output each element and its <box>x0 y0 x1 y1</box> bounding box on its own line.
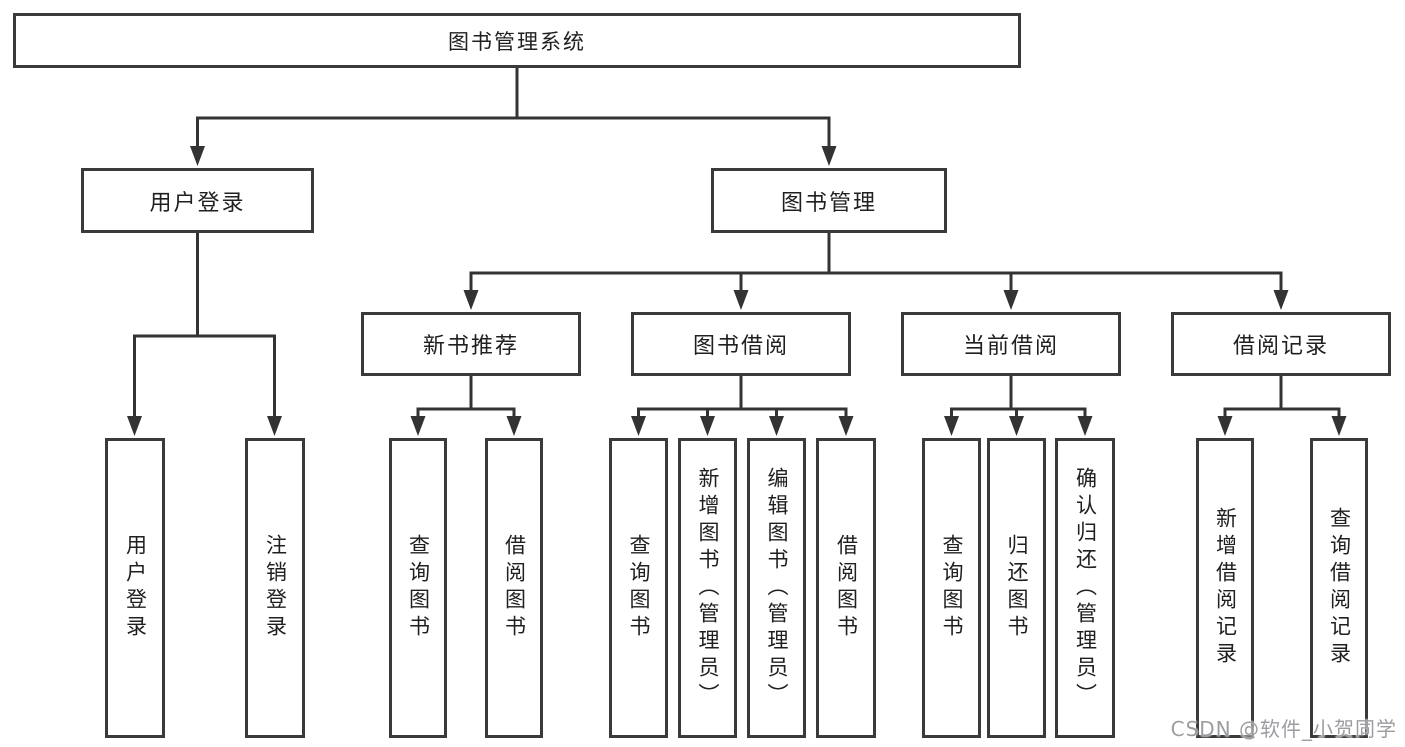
leaf-borrow-books-2: 借阅图书 <box>816 438 876 738</box>
node-label: 当前借阅 <box>962 334 1059 359</box>
connector-new-book-rec-to-leaves <box>416 376 516 418</box>
leaf-logout-login: 注销登录 <box>245 438 305 738</box>
arrowheads-level1 <box>190 146 837 166</box>
connector-borrow-records-to-leaves <box>1223 376 1341 418</box>
leaf-add-borrow-record: 新增借阅记录 <box>1196 438 1254 738</box>
arrowheads-book-borrow-leaves <box>631 416 854 436</box>
node-label: 新增借阅记录 <box>1213 507 1238 669</box>
leaf-query-books-1: 查询图书 <box>389 438 447 738</box>
node-library-management-system: 图书管理系统 <box>13 13 1021 68</box>
node-label: 查询图书 <box>940 534 964 642</box>
node-book-management: 图书管理 <box>711 168 947 233</box>
connector-current-borrow-to-leaves <box>950 376 1087 418</box>
node-label: 用户登录 <box>123 534 148 642</box>
arrowheads-borrow-records-leaves <box>1217 416 1347 436</box>
node-label: 查询图书 <box>406 534 431 642</box>
leaf-user-login: 用户登录 <box>105 438 165 738</box>
leaf-confirm-return-admin: 确认归还（管理员） <box>1055 438 1115 738</box>
node-user-login: 用户登录 <box>81 168 314 233</box>
leaf-borrow-books-1: 借阅图书 <box>485 438 543 738</box>
node-book-borrowing: 图书借阅 <box>631 312 851 376</box>
node-label: 归还图书 <box>1005 534 1029 642</box>
node-label: 借阅记录 <box>1232 334 1329 359</box>
arrowheads-current-borrow-leaves <box>944 416 1093 436</box>
node-label: 注销登录 <box>263 534 288 642</box>
node-label: 查询图书 <box>627 534 651 642</box>
node-new-book-recommend: 新书推荐 <box>361 312 581 376</box>
arrowheads-new-book-rec-leaves <box>410 416 522 436</box>
connector-book-mgmt-to-level2 <box>469 233 1283 292</box>
leaf-query-books-3: 查询图书 <box>922 438 981 738</box>
node-label: 借阅图书 <box>502 534 527 642</box>
connector-user-login-to-leaves <box>133 233 276 418</box>
node-label: 图书管理系统 <box>448 29 586 54</box>
leaf-add-books-admin: 新增图书（管理员） <box>678 438 737 738</box>
arrowheads-user-login-leaves <box>127 416 282 436</box>
node-label: 图书管理 <box>780 190 877 216</box>
node-borrowing-records: 借阅记录 <box>1171 312 1391 376</box>
connector-root-to-level1 <box>196 68 831 148</box>
leaf-query-borrow-record: 查询借阅记录 <box>1310 438 1368 738</box>
csdn-watermark: CSDN @软件_小贺同学 <box>1170 717 1397 741</box>
node-label: 新增图书（管理员） <box>696 466 720 710</box>
node-label: 确认归还（管理员） <box>1073 466 1098 710</box>
leaf-query-books-2: 查询图书 <box>609 438 668 738</box>
leaf-edit-books-admin: 编辑图书（管理员） <box>747 438 806 738</box>
node-current-borrowing: 当前借阅 <box>901 312 1121 376</box>
node-label: 编辑图书（管理员） <box>765 466 789 710</box>
arrowheads-level2 <box>463 290 1289 310</box>
connector-book-borrow-to-leaves <box>637 376 848 418</box>
node-label: 借阅图书 <box>834 534 859 642</box>
leaf-return-books: 归还图书 <box>987 438 1046 738</box>
node-label: 查询借阅记录 <box>1327 507 1352 669</box>
node-label: 新书推荐 <box>422 334 519 359</box>
node-label: 用户登录 <box>149 190 246 216</box>
node-label: 图书借阅 <box>692 334 789 359</box>
